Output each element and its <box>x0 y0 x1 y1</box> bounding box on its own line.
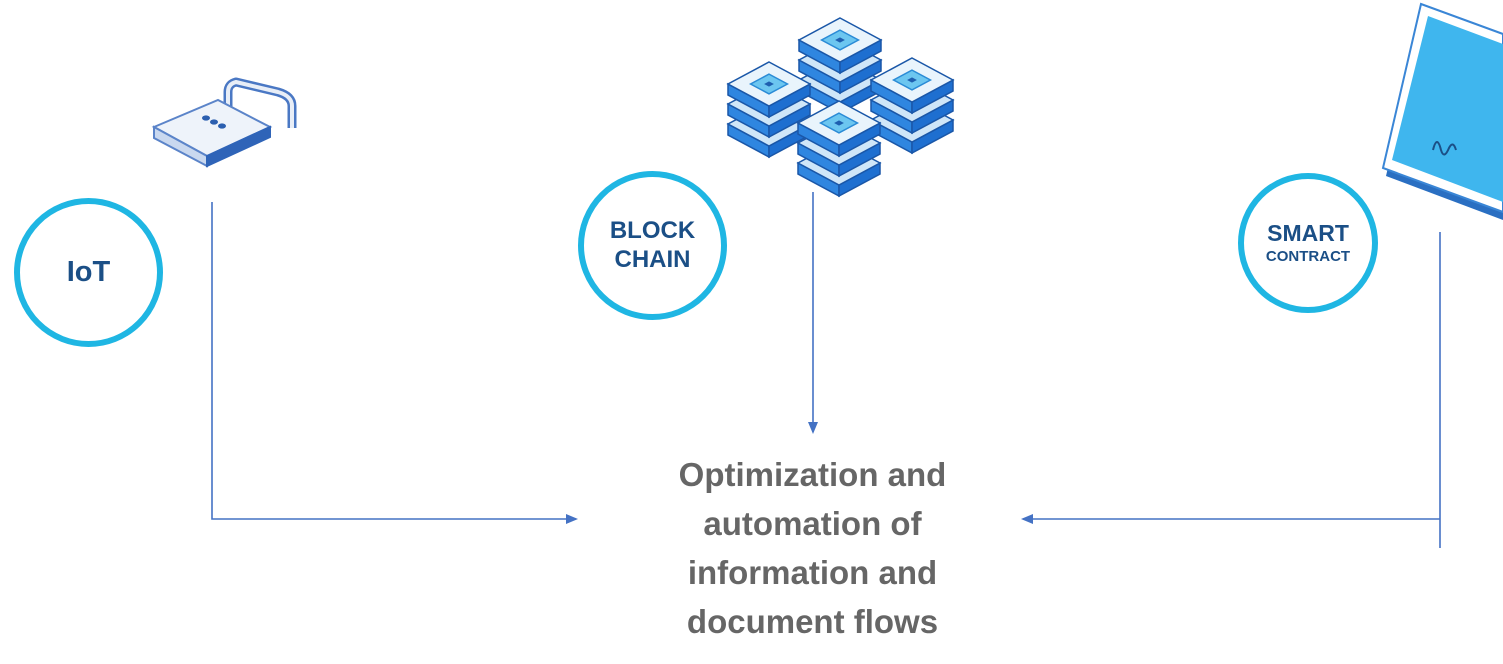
blockchain-label-line1: BLOCK <box>609 216 696 244</box>
target-line: information and <box>687 554 938 591</box>
smart-contract-label-line1: SMART <box>1267 220 1349 247</box>
server-unit <box>796 100 882 198</box>
iot-label: IoT <box>66 256 111 289</box>
padlock-icon <box>151 77 297 168</box>
iot-node-circle: IoT <box>14 198 163 347</box>
server-unit <box>726 61 812 159</box>
server-stack-icon <box>726 17 955 198</box>
blockchain-node-circle: BLOCK CHAIN <box>578 171 727 320</box>
blockchain-label-line2: CHAIN <box>614 245 691 273</box>
server-unit <box>797 17 883 115</box>
target-line: automation of <box>703 505 922 542</box>
smart-contract-node-circle: SMART CONTRACT <box>1238 173 1378 313</box>
target-line: document flows <box>686 603 939 640</box>
target-outcome-text: Optimization and automation of informati… <box>610 450 1015 646</box>
contract-document-icon <box>1381 2 1503 627</box>
smart-contract-label-line2: CONTRACT <box>1265 247 1351 265</box>
server-unit <box>869 57 955 155</box>
target-line: Optimization and <box>678 456 947 493</box>
iot-connector-arrow <box>211 202 578 524</box>
